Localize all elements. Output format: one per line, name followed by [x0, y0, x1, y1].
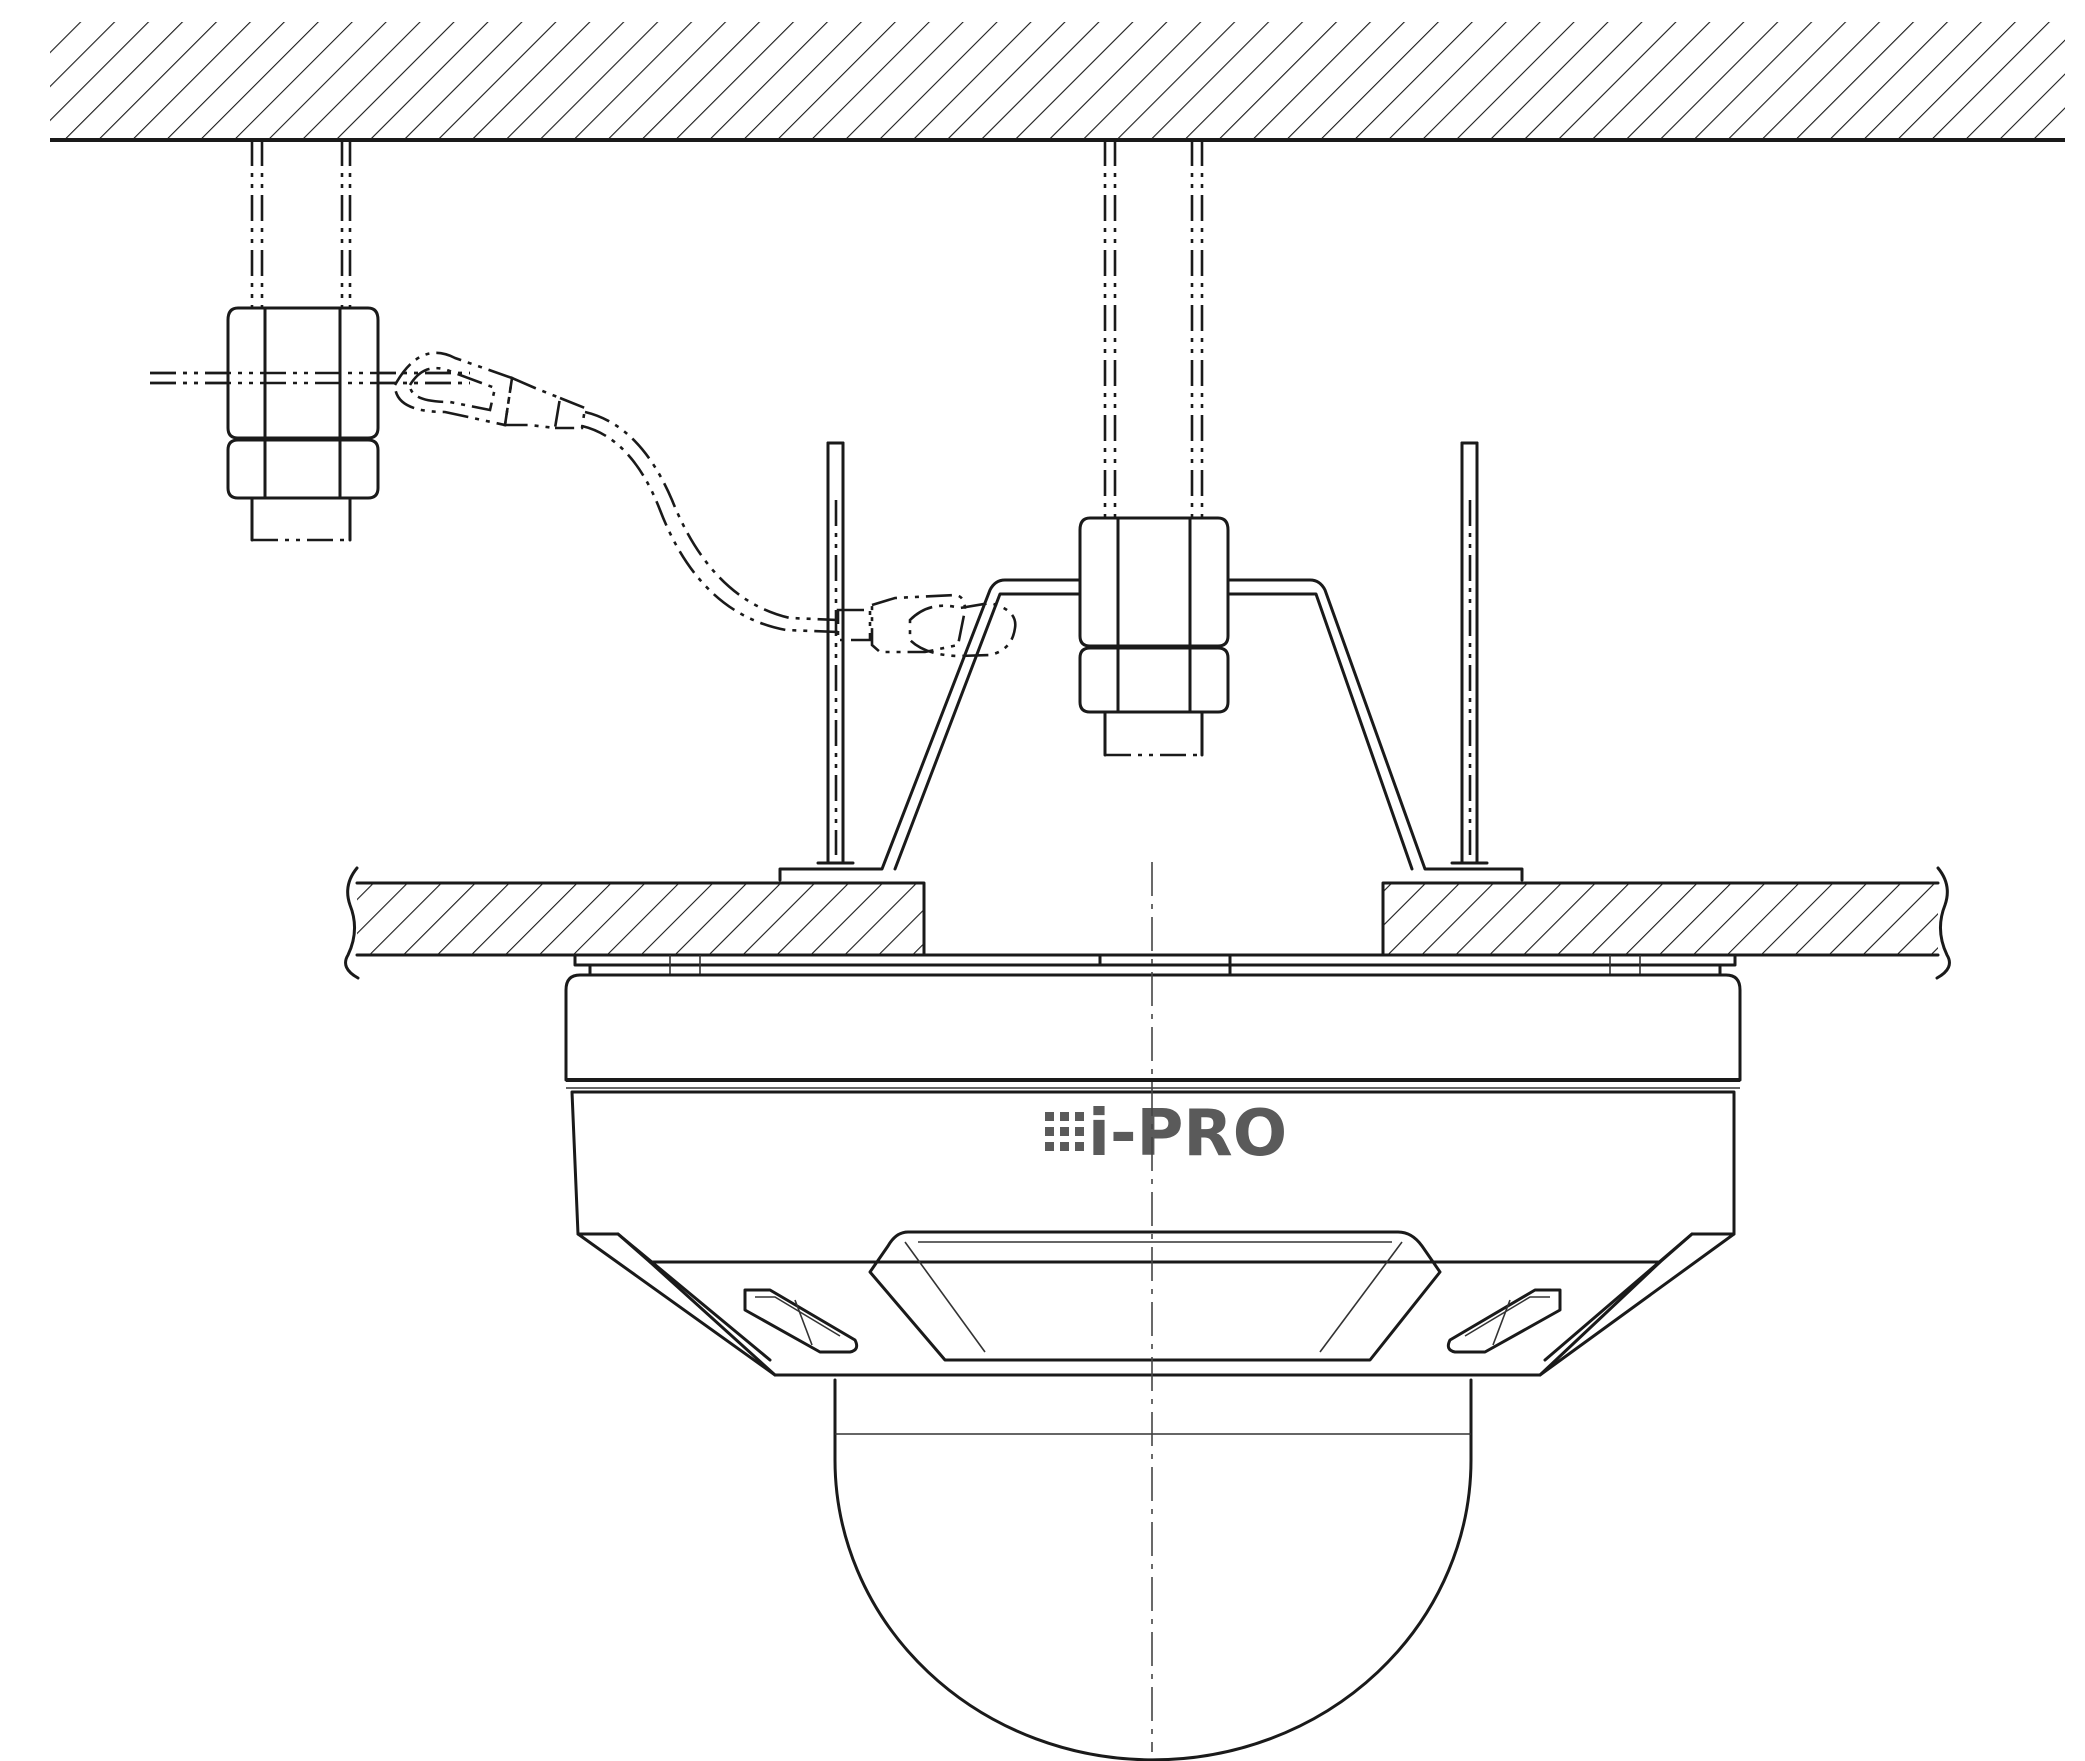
left-bolt-tail [250, 496, 352, 542]
right-stud [1450, 441, 1489, 865]
concrete-ceiling-slab [50, 22, 2065, 142]
camera-body-lower-housing [570, 1090, 1736, 1377]
left-hex-nut-lower [226, 438, 380, 500]
brand-logo-text: i-PRO [1088, 1097, 1287, 1171]
center-suspension-bolt [1103, 140, 1204, 520]
camera-body-upper-ring [564, 973, 1742, 1089]
ceiling-board-right [1381, 866, 1951, 980]
logo-dot-grid-icon [1045, 1112, 1084, 1151]
base-mount-plate [573, 953, 1737, 977]
brand-logo: i-PRO [1045, 1097, 1287, 1171]
safety-wire [393, 351, 1017, 658]
right-side-vent [1446, 1288, 1562, 1354]
ceiling-board-left [344, 866, 926, 980]
center-bolt-tail [1103, 710, 1204, 757]
left-hex-nut-upper [150, 306, 470, 440]
left-side-vent [743, 1288, 859, 1354]
left-stud [816, 441, 855, 865]
camera-dome [833, 1378, 1473, 1761]
center-hex-nut-upper [1078, 516, 1230, 648]
center-hex-nut-lower [1078, 646, 1230, 714]
lens-hood [868, 1230, 1442, 1362]
